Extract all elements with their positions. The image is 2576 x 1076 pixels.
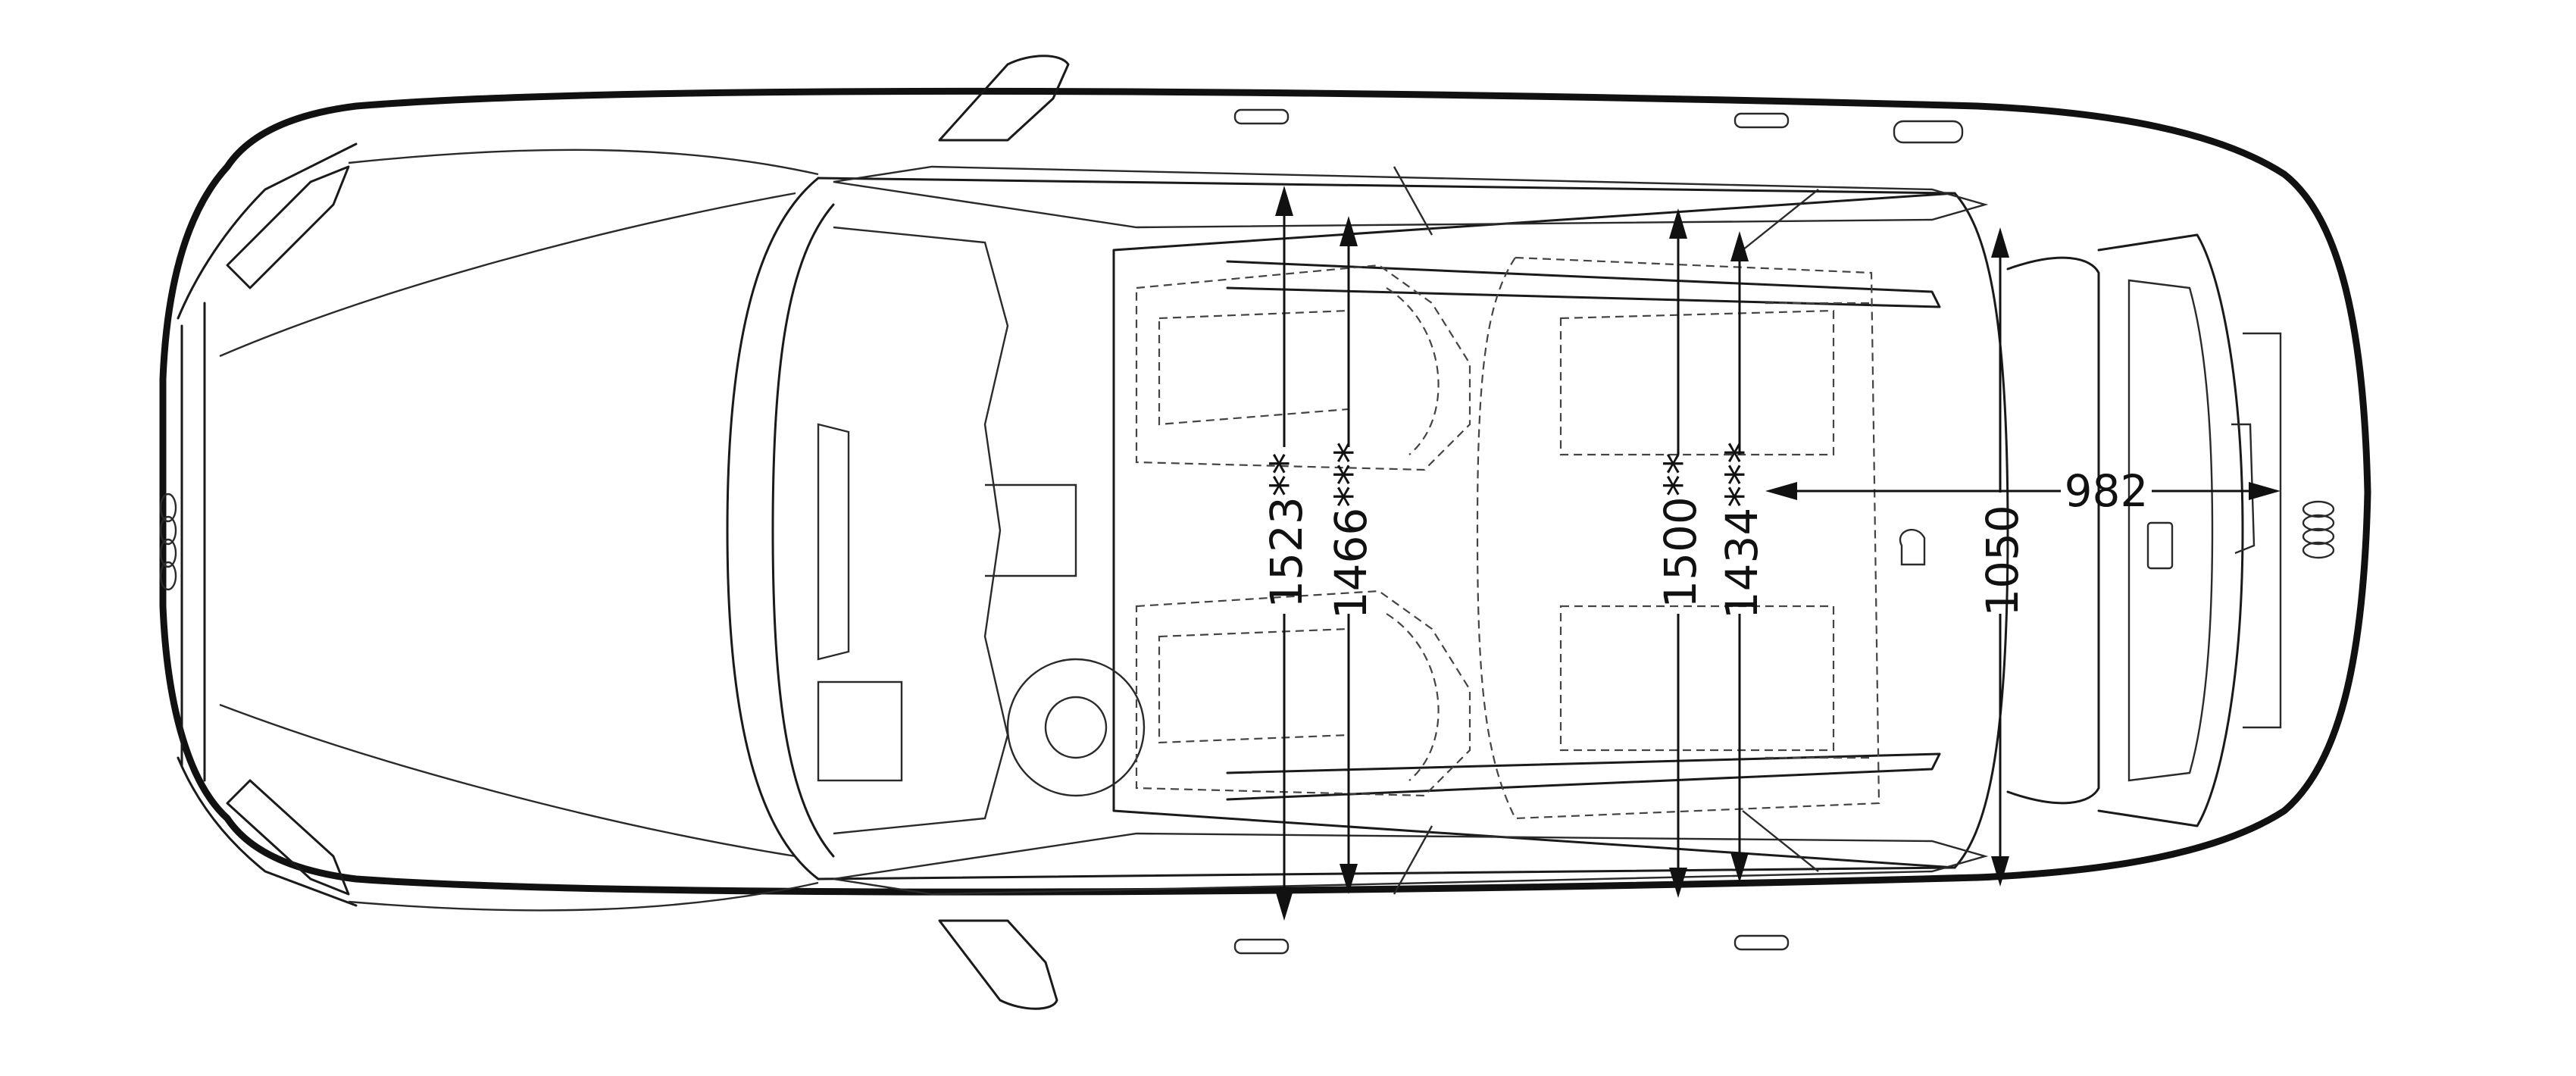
hood-crease-bottom xyxy=(219,703,796,858)
windshield-inner xyxy=(771,203,835,858)
rear-emblem-plate xyxy=(2146,521,2174,570)
windshield-frame xyxy=(726,177,820,881)
rear-logo xyxy=(2302,500,2335,559)
rear-spoiler xyxy=(2243,332,2282,729)
mirror-right xyxy=(938,919,1058,1010)
label-front-shoulder: 1523** xyxy=(1261,452,1312,608)
instrument-panel xyxy=(817,423,850,661)
hood-edge-bottom xyxy=(348,881,819,912)
front-grille xyxy=(180,302,206,782)
side-window-bottom xyxy=(833,832,1989,896)
rear-window xyxy=(2127,279,2214,782)
dim-rear-elbow: 1434*** xyxy=(1716,231,1768,883)
center-console-display xyxy=(817,680,903,782)
dashboard xyxy=(833,226,1009,835)
c-pillar-top xyxy=(1742,189,1819,251)
steering-wheel xyxy=(1006,658,1146,797)
roof-panel xyxy=(1112,192,1956,869)
dim-front-elbow: 1466*** xyxy=(1325,216,1377,894)
door-handles xyxy=(1233,108,1964,955)
mirror-left xyxy=(938,55,1070,142)
roof-rail-bottom xyxy=(1226,752,1941,801)
center-console xyxy=(985,483,1077,577)
b-pillar-top xyxy=(1393,166,1433,236)
c-pillar-bottom xyxy=(1742,810,1819,872)
label-rear-elbow: 1434*** xyxy=(1716,442,1768,620)
dim-trunk-width: 1050 xyxy=(1977,227,2028,887)
rear-seat-bench xyxy=(1476,256,1880,820)
headlight-right xyxy=(226,779,350,896)
dim-front-shoulder: 1523** xyxy=(1261,186,1312,921)
headlight-left xyxy=(226,165,350,289)
b-pillar-bottom xyxy=(1393,825,1433,895)
label-front-elbow: 1466*** xyxy=(1325,442,1377,620)
steering-hub xyxy=(1044,696,1108,759)
front-logo xyxy=(159,493,177,591)
front-seat-left xyxy=(1135,264,1471,471)
hood-crease-top xyxy=(219,192,796,358)
dim-trunk-length: 982 xyxy=(1765,465,2281,517)
label-rear-shoulder: 1500** xyxy=(1655,452,1706,608)
label-trunk-length: 982 xyxy=(2065,465,2149,517)
label-trunk-width: 1050 xyxy=(1977,505,2028,617)
front-bumper-left xyxy=(177,142,358,320)
roof-rail-top xyxy=(1226,260,1941,308)
seatbelt-buckle xyxy=(1899,529,1926,566)
tailgate-outer xyxy=(2097,233,2244,827)
roof-top-edge xyxy=(817,177,2009,881)
trunk-opening xyxy=(2006,256,2100,805)
front-seat-right xyxy=(1135,590,1471,797)
side-window-top xyxy=(833,165,1989,229)
dim-rear-shoulder: 1500** xyxy=(1655,208,1706,898)
car-body-outline xyxy=(159,87,2371,896)
front-bumper-right xyxy=(177,756,358,907)
hood-edge-top xyxy=(348,149,819,176)
